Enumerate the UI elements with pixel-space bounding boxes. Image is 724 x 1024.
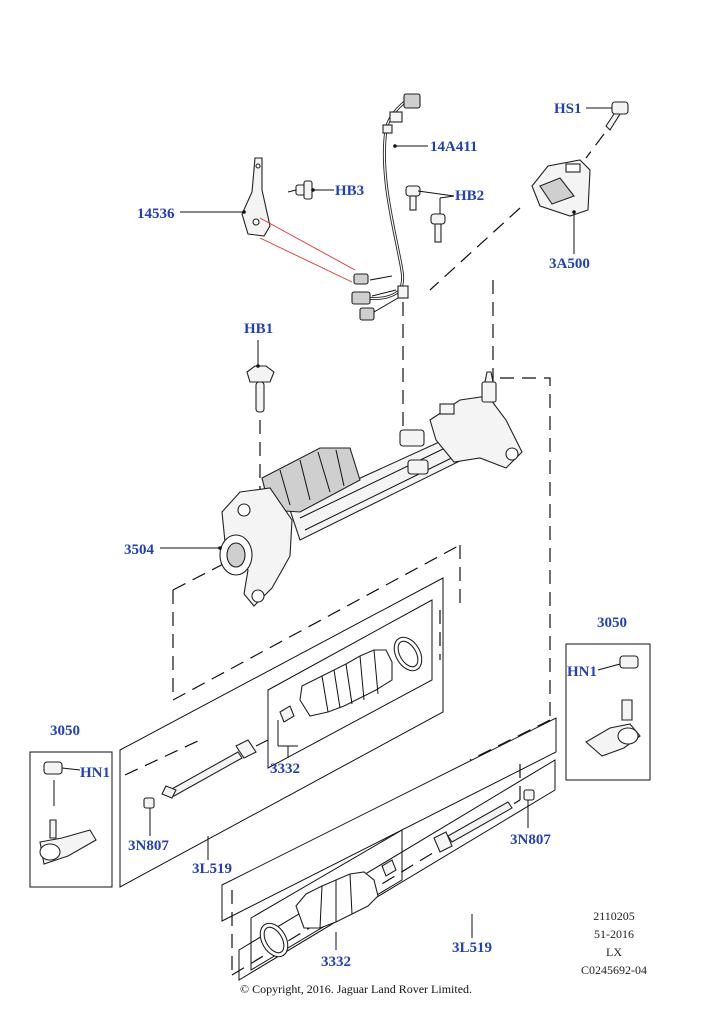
label-3332-upper: 3332 [270,761,300,777]
dashed-group-lines [124,207,551,976]
label-hn1-right: HN1 [567,664,597,680]
group-frames [29,577,651,981]
leader-hn1-left [61,767,81,771]
ref-line-2: 51-2016 [594,927,634,941]
boot-lower-3332 [259,859,397,958]
label-3050-left: 3050 [50,723,80,739]
wiring-harness-14a411 [351,93,421,321]
label-hb3: HB3 [335,183,364,199]
label-hb2: HB2 [455,188,484,204]
label-hb1: HB1 [244,321,273,337]
tie-rod-end-left-3050 [39,761,97,865]
red-guide-line-2 [259,237,353,283]
label-3332-lower: 3332 [321,954,351,970]
boot-upper-3332 [279,636,423,723]
label-hs1: HS1 [554,101,582,117]
ref-line-1: 2110205 [593,909,635,923]
tie-rod-end-right-3050 [585,655,641,757]
nut-3n807-right [523,789,535,801]
label-3n807-right: 3N807 [510,832,551,848]
screw-hs1 [605,101,629,131]
bolt-hb1 [246,365,275,413]
nut-3n807-left [143,797,155,809]
label-3504: 3504 [124,542,155,558]
label-3a500: 3A500 [549,256,590,272]
label-14a411: 14A411 [430,139,478,155]
steering-gear-3504 [219,371,523,607]
tie-rod-right-3l519 [433,801,513,853]
label-14536: 14536 [137,206,175,222]
label-3l519-right: 3L519 [452,940,492,956]
label-3l519-left: 3L519 [192,861,232,877]
label-3050-right: 3050 [597,615,627,631]
cover-3a500 [531,159,591,217]
harness-bracket-14536 [241,157,271,237]
label-hn1-left: HN1 [80,765,110,781]
label-3n807-left: 3N807 [128,838,169,854]
copyright-text: © Copyright, 2016. Jaguar Land Rover Lim… [240,982,472,996]
ref-line-4: C0245692-04 [581,963,647,977]
reference-block: 2110205 51-2016 LX C0245692-04 [581,909,647,977]
tie-rod-left-3l519 [161,739,269,799]
leader-hn1-right [597,663,621,671]
bolt-hb3 [287,180,313,200]
leader-hb2-1 [417,190,455,197]
red-guide-line-1 [259,217,356,271]
ref-line-3: LX [606,945,622,959]
